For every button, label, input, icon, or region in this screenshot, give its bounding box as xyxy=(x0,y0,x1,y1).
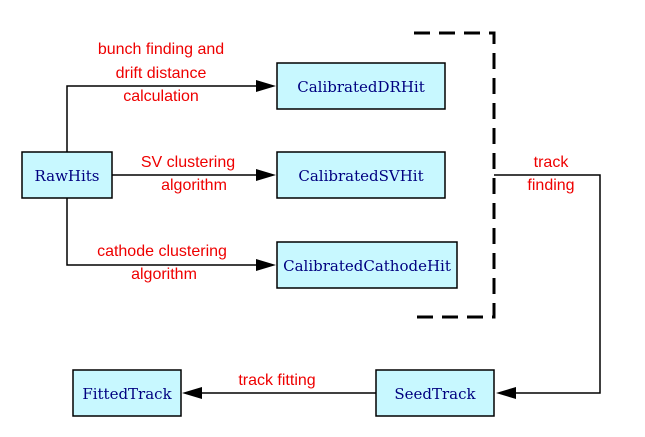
calibrated-sv-hit-box: CalibratedSVHit xyxy=(276,151,446,199)
dashed-group-bracket xyxy=(414,31,496,319)
bunch-finding-line-1: bunch finding and xyxy=(98,41,224,58)
track-finding-line-2: finding xyxy=(527,177,574,194)
rawhits-box: RawHits xyxy=(21,151,113,199)
arrowhead-to-cathode xyxy=(256,259,276,271)
arrowhead-to-sv xyxy=(256,169,276,181)
seedtrack-box: SeedTrack xyxy=(375,369,495,417)
cathode-clustering-line-1: cathode clustering xyxy=(97,243,227,260)
calibrated-dr-hit-box: CalibratedDRHit xyxy=(276,62,446,110)
arrow-rawhits-to-cathode xyxy=(66,198,262,266)
arrow-track-finding xyxy=(494,174,601,394)
cathode-clustering-label: cathode clustering algorithm xyxy=(97,243,227,283)
seedtrack-label: SeedTrack xyxy=(394,385,476,403)
bunch-finding-line-3: calculation xyxy=(123,88,199,105)
sv-clustering-label: SV clustering algorithm xyxy=(141,154,235,194)
connectors xyxy=(66,31,601,399)
arrowhead-to-dr xyxy=(256,80,276,92)
arrow-rawhits-to-dr xyxy=(66,85,262,152)
bunch-finding-line-2: drift distance xyxy=(116,65,207,82)
fittedtrack-box: FittedTrack xyxy=(72,369,182,417)
arrowhead-to-seedtrack xyxy=(496,387,516,399)
fittedtrack-label: FittedTrack xyxy=(82,385,172,403)
track-fitting-line-1: track fitting xyxy=(238,372,315,389)
sv-clustering-line-2: algorithm xyxy=(161,177,227,194)
track-finding-label: track finding xyxy=(527,154,574,194)
bunch-finding-label: bunch finding and drift distance calcula… xyxy=(98,41,224,105)
sv-clustering-line-1: SV clustering xyxy=(141,154,235,171)
cathode-clustering-line-2: algorithm xyxy=(131,266,197,283)
calibrated-cathode-hit-label: CalibratedCathodeHit xyxy=(283,257,451,275)
rawhits-label: RawHits xyxy=(34,167,99,185)
calibrated-sv-hit-label: CalibratedSVHit xyxy=(298,167,423,185)
calibrated-cathode-hit-box: CalibratedCathodeHit xyxy=(276,241,458,289)
calibrated-dr-hit-label: CalibratedDRHit xyxy=(297,78,424,96)
track-fitting-label: track fitting xyxy=(238,372,315,389)
track-finding-line-1: track xyxy=(534,154,570,171)
arrowhead-to-fittedtrack xyxy=(182,387,202,399)
